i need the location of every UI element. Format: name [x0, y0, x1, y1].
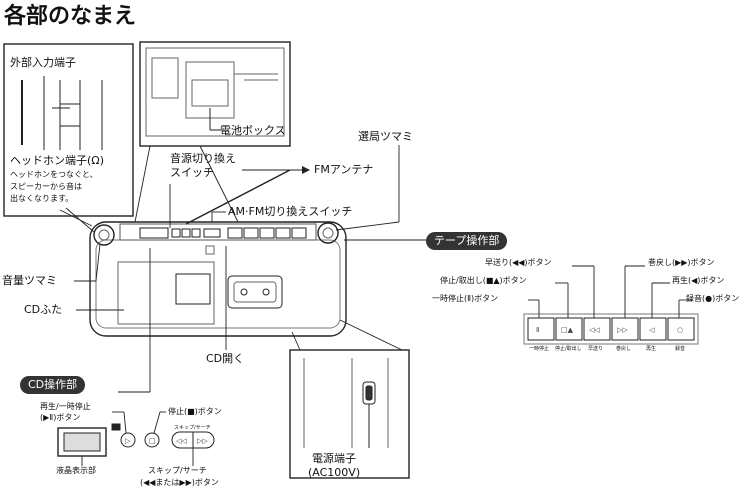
tape-key-caption: 一時停止: [529, 346, 550, 352]
tape-key-caption: 早送り: [588, 346, 604, 352]
battery-box-label: 電池ボックス: [220, 124, 286, 137]
tape-key-caption: 巻戻し: [616, 346, 632, 352]
headphone-jack-label: ヘッドホン端子(Ω): [10, 154, 104, 167]
tuning-knob-label: 選局ツマミ: [358, 130, 413, 143]
cd-lid-label: CDふた: [24, 303, 63, 316]
callout-battery-box: [139, 41, 291, 147]
svg-text:◁◁: ◁◁: [589, 326, 600, 334]
svg-text:◁◁: ◁◁: [176, 437, 187, 445]
svg-text:▷▷: ▷▷: [617, 326, 628, 334]
source-switch-label-1: 音源切り換え: [170, 152, 236, 165]
tape-play-label: 再生(◀)ボタン: [672, 276, 725, 285]
callout-external-box: [3, 43, 134, 217]
cd-skip-label-2: (◀◀または▶▶)ボタン: [140, 478, 219, 487]
cd-display-label: 液晶表示部: [56, 466, 96, 475]
svg-text:▷: ▷: [125, 437, 131, 445]
svg-text:○: ○: [677, 326, 683, 334]
power-jack-label-1: 電源端子: [312, 452, 356, 465]
page-title: 各部のなまえ: [4, 4, 137, 29]
tape-ff-label: 早送り(◀◀)ボタン: [485, 258, 552, 267]
tape-pause-label: 一時停止(Ⅱ)ボタン: [432, 294, 499, 303]
tape-record-label: 録音(●)ボタン: [686, 294, 740, 303]
svg-text:Ⅱ: Ⅱ: [536, 326, 539, 334]
source-switch-label-2: スイッチ: [170, 166, 214, 179]
callout-power-box: [289, 349, 410, 479]
volume-knob-label: 音量ツマミ: [2, 274, 57, 287]
tape-section-heading: テープ操作部: [426, 232, 508, 250]
power-jack-label-2: (AC100V): [308, 466, 361, 479]
svg-text:□▲: □▲: [561, 326, 574, 334]
tape-keys: [523, 313, 699, 345]
cd-play-pause-label-1: 再生/一時停止: [40, 402, 91, 411]
headphone-note-line3: 出なくなります。: [10, 194, 74, 203]
cd-section-heading: CD操作部: [20, 376, 86, 394]
headphone-note-line2: スピーカーから音は: [10, 182, 82, 191]
svg-text:◁: ◁: [649, 326, 655, 334]
fm-antenna-label: FMアンテナ: [314, 163, 374, 176]
tape-rewind-label: 巻戻し(▶▶)ボタン: [648, 258, 715, 267]
cd-play-pause-label-2: (▶Ⅱ)ボタン: [40, 413, 81, 422]
external-input-heading: 外部入力端子: [10, 56, 76, 69]
tape-stop-eject-label: 停止/取出し(■▲)ボタン: [440, 276, 527, 285]
svg-text:▷▷: ▷▷: [197, 437, 208, 445]
cd-stop-label: 停止(■)ボタン: [168, 407, 222, 416]
amfm-switch-label: AM·FM切り換えスイッチ: [228, 205, 353, 218]
cd-open-label: CD開く: [206, 352, 245, 365]
tape-key-caption: 録音: [675, 346, 686, 352]
svg-text:□: □: [149, 437, 156, 445]
radio-body: [89, 221, 347, 337]
tape-key-caption: 再生: [646, 346, 657, 352]
cd-skip-caption: スキップ/サーチ: [174, 425, 211, 431]
tape-key-caption: 停止/取出し: [555, 346, 582, 352]
headphone-note-line1: ヘッドホンをつなぐと、: [10, 170, 98, 179]
cd-skip-label-1: スキップ/サーチ: [148, 466, 207, 475]
